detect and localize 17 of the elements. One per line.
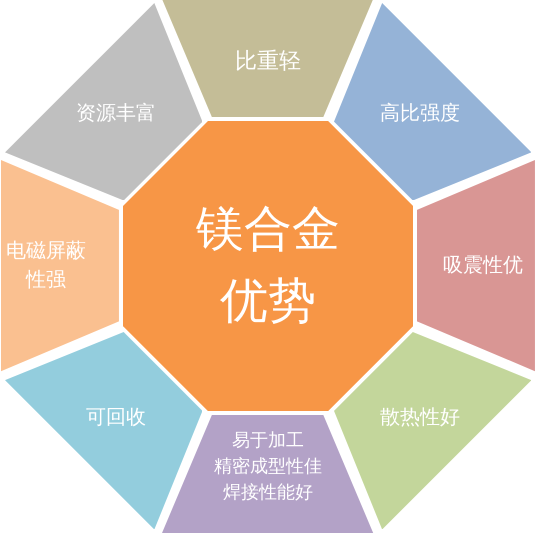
segment-label: 电磁屏蔽性强 xyxy=(4,238,87,293)
octagon-segment xyxy=(4,2,202,200)
octagon-segment xyxy=(4,332,202,530)
title-text: 镁合金优势 xyxy=(194,202,341,330)
segment-label: 可回收 xyxy=(84,406,147,431)
octagon-segment xyxy=(0,160,119,372)
octagon-segment xyxy=(162,0,374,117)
segment-label: 高比强度 xyxy=(379,101,462,126)
octagon-segment xyxy=(162,415,374,533)
segment-label: 比重轻 xyxy=(234,47,302,76)
octagon-segment xyxy=(334,332,532,530)
segment-label: 资源丰富 xyxy=(74,101,157,126)
octagon-segment xyxy=(417,160,535,372)
segment-label: 易于加工 精密成型性佳 焊接性能好 xyxy=(212,428,323,504)
segment-label: 吸震性优 xyxy=(442,253,524,278)
segment-label: 散热性好 xyxy=(379,406,462,431)
octagon-segment xyxy=(334,2,532,200)
